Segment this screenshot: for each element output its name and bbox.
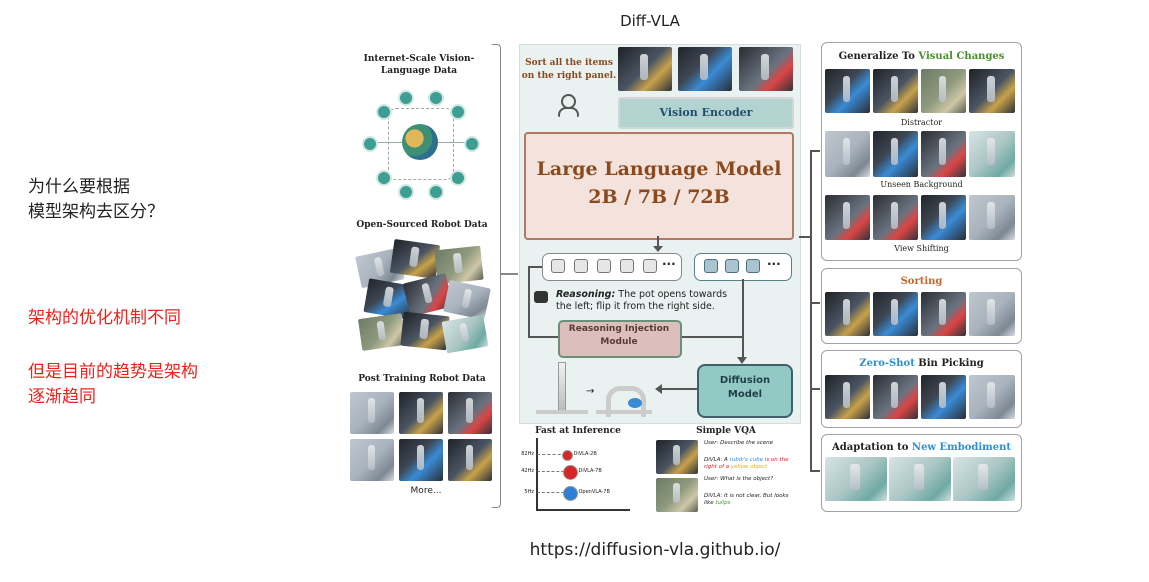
- new-embodiment-panel: Adaptation to New Embodiment: [821, 434, 1022, 512]
- speaker-icon: [558, 94, 579, 117]
- llm-sizes: 2B / 7B / 72B: [588, 186, 730, 208]
- vqa-title: Simple VQA: [696, 426, 756, 436]
- sorting-panel: Sorting: [821, 268, 1022, 344]
- vqa-a2: DiVLA: It is not clear, But looks like t…: [704, 493, 789, 506]
- left-data-column: Internet-Scale Vision- Language Data Ope…: [344, 44, 504, 506]
- post-training-title: Post Training Robot Data: [358, 374, 486, 384]
- vqa-image-1: [656, 440, 698, 474]
- page-title: Diff-VLA: [620, 12, 680, 30]
- more-label: More...: [410, 486, 442, 496]
- input-image-2: [678, 47, 732, 91]
- fast-model-name: OpenVLA-7B: [578, 489, 610, 495]
- diffusion-line1: Diffusion: [719, 375, 771, 386]
- reasoning-injection-module: [558, 320, 682, 358]
- reasoning-module-line2: Module: [600, 337, 638, 347]
- note-red-line3: 逐渐趋同: [28, 387, 96, 407]
- reasoning-token-row: [542, 253, 682, 281]
- internet-data-title-1: Internet-Scale Vision-: [363, 54, 475, 64]
- post-photo-3: [448, 392, 492, 434]
- fast-hz-label: 5Hz: [524, 489, 534, 495]
- input-image-3: [739, 47, 793, 91]
- unseen-bg-caption: Unseen Background: [880, 180, 963, 189]
- globe-network: [362, 86, 480, 200]
- reasoning-label: Reasoning:: [556, 289, 616, 300]
- fast-hz-label: 42Hz: [521, 468, 534, 474]
- robot-arm-illustration: →: [532, 358, 652, 418]
- note-red-line1: 架构的优化机制不同: [28, 308, 181, 328]
- zero-shot-title: Zero-Shot Bin Picking: [859, 358, 984, 369]
- globe-icon: [402, 124, 438, 160]
- llm-box: [524, 132, 794, 240]
- action-token-1: [704, 259, 718, 273]
- distractor-caption: Distractor: [900, 118, 943, 127]
- note-red-line2: 但是目前的趋势是架构: [28, 362, 198, 382]
- instruction-text-1: Sort all the items: [525, 58, 613, 68]
- diffusion-line2: Model: [727, 389, 763, 400]
- token-ellipsis-2: ···: [767, 257, 781, 271]
- fast-marker: [562, 485, 578, 501]
- robot-photo-collage: [355, 238, 491, 354]
- token-3: [597, 259, 611, 273]
- post-photo-5: [399, 439, 443, 481]
- input-image-1: [618, 47, 672, 91]
- open-sourced-title: Open-Sourced Robot Data: [356, 220, 488, 230]
- generalize-panel: Generalize To Visual Changes Distractor …: [821, 42, 1022, 261]
- view-shift-caption: View Shifting: [894, 244, 949, 253]
- token-1: [551, 259, 565, 273]
- token-5: [643, 259, 657, 273]
- action-token-3: [746, 259, 760, 273]
- vqa-q2: User: What is the object?: [704, 476, 774, 482]
- fast-title: Fast at Inference: [535, 426, 621, 436]
- fast-marker: [562, 464, 578, 480]
- post-photo-6: [448, 439, 492, 481]
- reasoning-text: Reasoning: The pot opens towards the lef…: [556, 289, 730, 313]
- generalize-title: Generalize To Visual Changes: [838, 51, 1005, 62]
- simple-vqa: Simple VQA User: Describe the scene DiVL…: [656, 426, 796, 512]
- vqa-a1: DiVLA: A rubik's cube is on the right of…: [704, 457, 789, 470]
- llm-title: Large Language Model: [536, 158, 782, 180]
- reasoning-content: The pot opens towards the left; flip it …: [556, 289, 728, 312]
- left-bracket: [492, 44, 501, 508]
- sorting-title: Sorting: [900, 276, 943, 287]
- post-photo-1: [350, 392, 394, 434]
- token-4: [620, 259, 634, 273]
- post-photo-4: [350, 439, 394, 481]
- zero-shot-panel: Zero-Shot Bin Picking: [821, 350, 1022, 428]
- note-question-line2: 模型架构去区分？: [28, 202, 164, 222]
- reasoning-module-line1: Reasoning Injection: [568, 324, 670, 334]
- fast-hz-label: 82Hz: [521, 451, 534, 457]
- token-2: [574, 259, 588, 273]
- embodiment-title: Adaptation to New Embodiment: [831, 442, 1012, 453]
- action-token-2: [725, 259, 739, 273]
- diffusion-model-box: [697, 364, 793, 418]
- note-question-line1: 为什么要根据: [28, 177, 130, 197]
- token-ellipsis-1: ···: [662, 257, 676, 271]
- fast-model-name: DiVLA-7B: [578, 468, 602, 474]
- fast-marker: [561, 449, 573, 461]
- fast-inference-chart: Fast at Inference 82Hz DiVLA-2B 42Hz DiVLA-…: [520, 426, 632, 512]
- instruction-text-2: on the right panel.: [521, 71, 617, 81]
- project-url[interactable]: https://diffusion-vla.github.io/: [529, 540, 781, 560]
- vision-encoder-box: Vision Encoder: [618, 97, 794, 129]
- vqa-q1: User: Describe the scene: [704, 440, 773, 446]
- internet-data-title-2: Language Data: [380, 66, 458, 76]
- vqa-image-2: [656, 478, 698, 512]
- robot-icon: [534, 291, 548, 303]
- post-photo-2: [399, 392, 443, 434]
- fast-model-name: DiVLA-2B: [573, 451, 597, 457]
